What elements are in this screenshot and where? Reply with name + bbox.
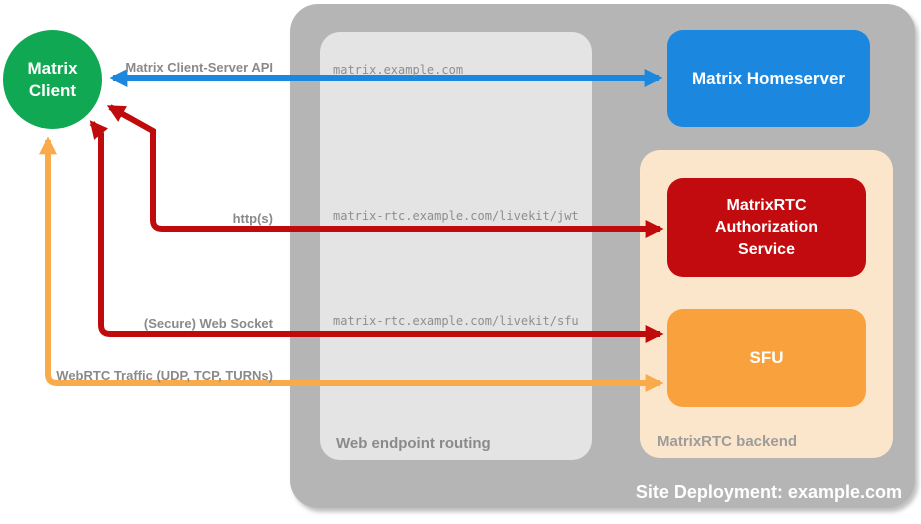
sfu-label: SFU bbox=[749, 348, 784, 367]
matrix-client-node: Matrix Client bbox=[3, 30, 102, 129]
http-arrow-label: http(s) bbox=[232, 211, 273, 226]
endpoint-url-livekit-sfu: matrix-rtc.example.com/livekit/sfu bbox=[333, 314, 579, 328]
site-deployment-label: Site Deployment: example.com bbox=[635, 482, 902, 502]
endpoint-url-matrix: matrix.example.com bbox=[333, 63, 464, 77]
web-endpoint-routing-label: Web endpoint routing bbox=[336, 435, 491, 452]
matrix-homeserver-node: Matrix Homeserver bbox=[667, 30, 870, 127]
sfu-node: SFU bbox=[667, 309, 866, 407]
matrixrtc-authorization-service-label: MatrixRTC Authorization Service bbox=[714, 196, 819, 258]
matrixrtc-backend-label: MatrixRTC backend bbox=[657, 433, 798, 450]
client-server-api-arrow-label: Matrix Client-Server API bbox=[125, 60, 273, 75]
matrixrtc-authorization-service-node: MatrixRTC Authorization Service bbox=[667, 178, 866, 277]
matrix-client-label: Matrix Client bbox=[27, 58, 78, 100]
webrtc-traffic-arrow-label: WebRTC Traffic (UDP, TCP, TURNs) bbox=[56, 368, 273, 383]
web-endpoint-routing-container: Web endpoint routing bbox=[320, 32, 592, 460]
endpoint-url-livekit-jwt: matrix-rtc.example.com/livekit/jwt bbox=[333, 209, 579, 223]
matrix-homeserver-label: Matrix Homeserver bbox=[691, 68, 846, 88]
web-socket-arrow-label: (Secure) Web Socket bbox=[143, 316, 273, 331]
